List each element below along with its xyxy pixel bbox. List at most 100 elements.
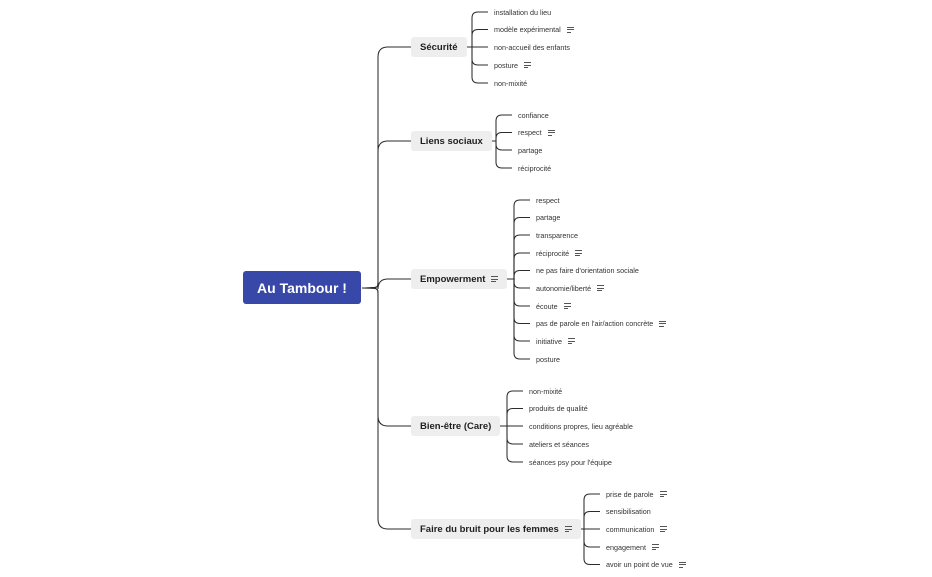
leaf-communication[interactable]: communication bbox=[606, 523, 668, 535]
leaf-label: pas de parole en l'air/action concrète bbox=[536, 319, 654, 328]
leaf-connector bbox=[498, 425, 523, 463]
root-connector bbox=[361, 287, 411, 427]
branch-label: Faire du bruit pour les femmes bbox=[420, 523, 559, 535]
note-icon[interactable] bbox=[659, 320, 667, 327]
root-connector bbox=[361, 46, 411, 289]
leaf-initiative[interactable]: initiative bbox=[536, 335, 575, 347]
note-icon[interactable] bbox=[523, 62, 531, 68]
branch-securite[interactable]: Sécurité bbox=[411, 37, 467, 57]
leaf-produits-de-qualite[interactable]: produits de qualité bbox=[529, 403, 588, 415]
leaf-connector bbox=[504, 216, 530, 280]
leaf-connector bbox=[465, 46, 488, 66]
leaf-label: non-mixité bbox=[529, 386, 563, 396]
leaf-label: initiative bbox=[536, 336, 562, 346]
branch-label: Bien-être (Care) bbox=[420, 420, 492, 432]
leaf-label: respect bbox=[518, 128, 542, 137]
branch-liens-sociaux[interactable]: Liens sociaux bbox=[411, 131, 492, 151]
leaf-sensibilisation[interactable]: sensibilisation bbox=[606, 506, 651, 518]
leaf-label: sensibilisation bbox=[606, 507, 651, 516]
leaf-label: prise de parole bbox=[606, 489, 654, 499]
leaf-ateliers-et-seances[interactable]: ateliers et séances bbox=[529, 438, 589, 450]
leaf-posture[interactable]: posture bbox=[536, 353, 560, 365]
leaf-label: communication bbox=[606, 524, 655, 534]
leaf-transparence[interactable]: transparence bbox=[536, 229, 578, 241]
leaf-connector bbox=[498, 407, 523, 427]
leaf-label: non-mixité bbox=[494, 78, 528, 88]
leaf-respect[interactable]: respect bbox=[536, 194, 560, 206]
note-icon[interactable] bbox=[659, 491, 667, 497]
leaf-label: réciprocité bbox=[518, 163, 552, 173]
leaf-pas-de-parole-en-l-air-action-concrete[interactable]: pas de parole en l'air/action concrète bbox=[536, 318, 667, 330]
leaf-label: posture bbox=[494, 60, 518, 70]
leaf-label: posture bbox=[536, 354, 560, 364]
leaf-label: conditions propres, lieu agréable bbox=[529, 421, 633, 431]
note-icon[interactable] bbox=[597, 285, 605, 291]
leaf-ne-pas-faire-d-orientation-sociale[interactable]: ne pas faire d'orientation sociale bbox=[536, 265, 639, 277]
leaf-connector bbox=[504, 278, 530, 289]
leaf-label: avoir un point de vue bbox=[606, 560, 673, 569]
root-topic[interactable]: Au Tambour ! bbox=[243, 271, 361, 304]
leaf-label: partage bbox=[536, 213, 561, 222]
note-icon[interactable] bbox=[651, 544, 659, 550]
branch-empowerment[interactable]: Empowerment bbox=[411, 269, 508, 289]
branch-bien-etre-care[interactable]: Bien-être (Care) bbox=[411, 416, 501, 436]
branch-label: Sécurité bbox=[420, 41, 458, 53]
leaf-connector bbox=[504, 234, 530, 280]
leaf-modele-experimental[interactable]: modèle expérimental bbox=[494, 24, 574, 36]
leaf-label: partage bbox=[518, 145, 543, 155]
leaf-label: installation du lieu bbox=[494, 7, 552, 17]
leaf-seances-psy-pour-l-equipe[interactable]: séances psy pour l'équipe bbox=[529, 456, 612, 468]
leaf-label: réciprocité bbox=[536, 248, 570, 258]
leaf-connector bbox=[504, 199, 530, 280]
leaf-non-mixite[interactable]: non-mixité bbox=[529, 385, 562, 397]
note-icon[interactable] bbox=[678, 561, 686, 568]
note-icon[interactable] bbox=[547, 129, 555, 136]
leaf-reciprocite[interactable]: réciprocité bbox=[518, 162, 551, 174]
leaf-label: produits de qualité bbox=[529, 404, 588, 413]
note-icon[interactable] bbox=[660, 526, 668, 532]
note-icon[interactable] bbox=[566, 26, 574, 33]
leaf-ecoute[interactable]: écoute bbox=[536, 300, 571, 312]
leaf-avoir-un-point-de-vue[interactable]: avoir un point de vue bbox=[606, 559, 686, 571]
leaf-label: transparence bbox=[536, 230, 578, 240]
leaf-label: autonomie/liberté bbox=[536, 283, 592, 293]
leaf-installation-du-lieu[interactable]: installation du lieu bbox=[494, 6, 551, 18]
leaf-label: non-accueil des enfants bbox=[494, 42, 570, 52]
root-connector bbox=[361, 287, 411, 530]
leaf-label: écoute bbox=[536, 301, 558, 311]
note-icon[interactable] bbox=[491, 276, 499, 282]
note-icon[interactable] bbox=[567, 338, 575, 344]
leaf-connector bbox=[504, 269, 530, 280]
note-icon[interactable] bbox=[563, 303, 571, 309]
leaf-label: engagement bbox=[606, 542, 646, 552]
leaf-autonomie-liberte[interactable]: autonomie/liberté bbox=[536, 282, 605, 294]
leaf-partage[interactable]: partage bbox=[518, 144, 542, 156]
leaf-posture[interactable]: posture bbox=[494, 59, 531, 71]
leaf-connector bbox=[487, 140, 512, 169]
leaf-label: respect bbox=[536, 195, 560, 205]
root-connector bbox=[361, 140, 411, 289]
leaf-connector bbox=[504, 278, 530, 325]
branch-label: Liens sociaux bbox=[420, 135, 483, 147]
leaf-reciprocite[interactable]: réciprocité bbox=[536, 247, 583, 259]
leaf-non-accueil-des-enfants[interactable]: non-accueil des enfants bbox=[494, 41, 570, 53]
leaf-label: modèle expérimental bbox=[494, 25, 561, 34]
leaf-engagement[interactable]: engagement bbox=[606, 541, 659, 553]
leaf-conditions-propres-lieu-agreable[interactable]: conditions propres, lieu agréable bbox=[529, 420, 633, 432]
leaf-prise-de-parole[interactable]: prise de parole bbox=[606, 488, 667, 500]
leaf-connector bbox=[504, 278, 530, 360]
branch-faire-du-bruit-pour-les-femmes[interactable]: Faire du bruit pour les femmes bbox=[411, 519, 581, 539]
leaf-label: ateliers et séances bbox=[529, 439, 589, 449]
leaf-connector bbox=[504, 278, 530, 307]
note-icon[interactable] bbox=[564, 526, 572, 532]
leaf-partage[interactable]: partage bbox=[536, 212, 560, 224]
leaf-label: ne pas faire d'orientation sociale bbox=[536, 266, 639, 275]
leaf-confiance[interactable]: confiance bbox=[518, 109, 549, 121]
leaf-non-mixite[interactable]: non-mixité bbox=[494, 77, 527, 89]
leaf-respect[interactable]: respect bbox=[518, 127, 555, 139]
leaf-label: confiance bbox=[518, 110, 549, 120]
branch-label: Empowerment bbox=[420, 273, 486, 285]
note-icon[interactable] bbox=[575, 250, 583, 256]
